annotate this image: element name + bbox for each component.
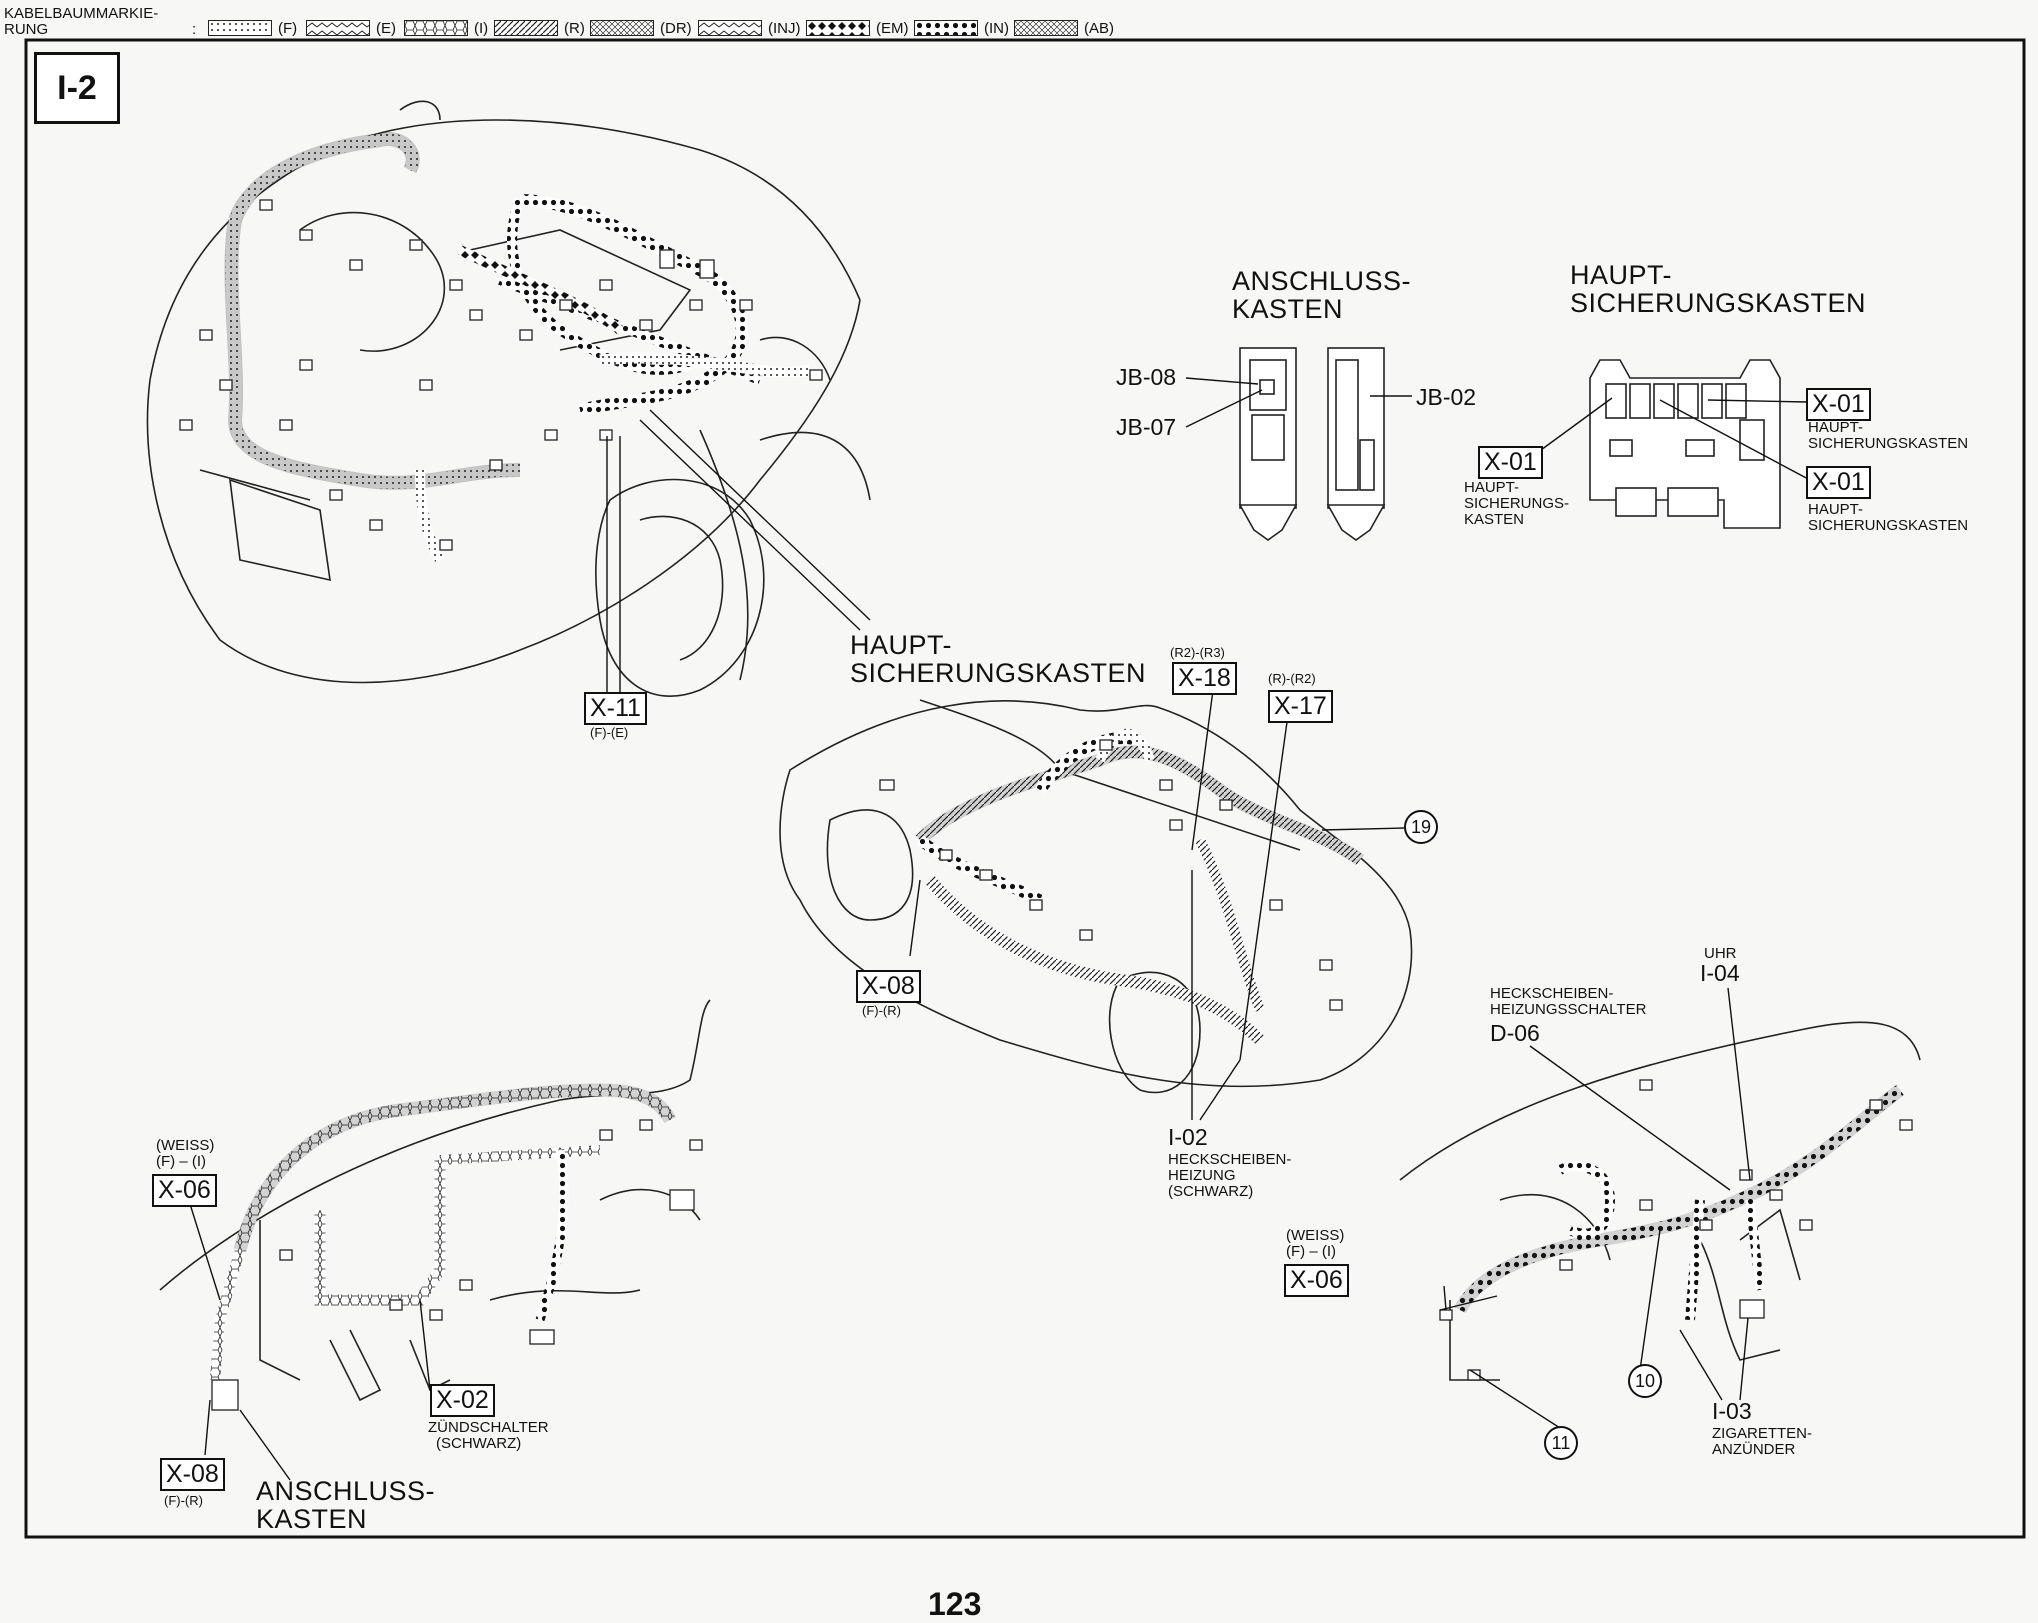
pattern-hexes-icon	[404, 20, 468, 36]
legend-item-in: (IN)	[914, 20, 1009, 37]
connector-x11-sub: (F)-(E)	[590, 725, 629, 740]
connector-d06: D-06	[1490, 1020, 1540, 1046]
connector-jb07: JB-07	[1116, 414, 1177, 440]
legend-item-inj: (INJ)	[698, 20, 801, 37]
i03-desc-1: ZIGARETTEN-	[1712, 1425, 1812, 1442]
main-fuse-label-line-1: HAUPT-	[850, 630, 953, 660]
pattern-dots-icon	[208, 20, 272, 36]
legend-item-e: (E)	[306, 20, 396, 37]
reference-callout-19: 19	[1404, 810, 1438, 844]
reference-callout-10: 10	[1628, 1364, 1662, 1398]
x01-left-desc-2: SICHERUNGS-	[1464, 495, 1570, 512]
legend-item-dr: (DR)	[590, 20, 692, 37]
x06-right-pre-2: (F) – (I)	[1286, 1243, 1336, 1260]
legend-item-i: (I)	[404, 20, 488, 37]
main-fuse-label-line-2: SICHERUNGSKASTEN	[850, 658, 1147, 688]
pattern-crosses-icon	[590, 20, 654, 36]
legend-item-f: (F)	[208, 20, 297, 37]
connector-x08-body-sub: (F)-(R)	[862, 1003, 901, 1018]
legend-colon: :	[192, 21, 197, 38]
page-number: 123	[928, 1586, 982, 1622]
connector-i02: I-02	[1168, 1124, 1208, 1150]
x01-right-top-desc-2: SICHERUNGSKASTEN	[1808, 435, 1969, 452]
i02-desc-1: HECKSCHEIBEN-	[1168, 1151, 1292, 1168]
main-fuse-detail-title-1: HAUPT-	[1570, 260, 1673, 290]
legend-label-line-2: RUNG	[4, 21, 49, 38]
pattern-zigzag-icon	[698, 20, 762, 36]
legend-item-r: (R)	[494, 20, 585, 37]
connector-x06-right: X-06	[1284, 1264, 1349, 1297]
connector-x18-sub: (R2)-(R3)	[1170, 645, 1225, 660]
x06-right-pre-1: (WEISS)	[1286, 1227, 1345, 1244]
legend-label-line-1: KABELBAUMMARKIE-	[4, 5, 159, 22]
d06-desc-1: HECKSCHEIBEN-	[1490, 985, 1614, 1002]
page-section-badge: I-2	[34, 52, 120, 124]
pattern-diamonds-icon	[806, 20, 870, 36]
connector-x08-dash: X-08	[160, 1458, 225, 1491]
connector-x01-right-top: X-01	[1806, 388, 1871, 421]
junction-box-dash-label-2: KASTEN	[256, 1504, 368, 1534]
main-fuse-detail-title-2: SICHERUNGSKASTEN	[1570, 288, 1867, 318]
x01-right-bottom-desc-1: HAUPT-	[1808, 501, 1864, 518]
x02-desc-1: ZÜNDSCHALTER	[428, 1419, 549, 1436]
junction-box-dash-label-1: ANSCHLUSS-	[256, 1476, 436, 1506]
legend-item-ab: (AB)	[1014, 20, 1114, 37]
connector-x17: X-17	[1268, 690, 1333, 723]
connector-x01-left: X-01	[1478, 446, 1543, 479]
x01-left-desc-3: KASTEN	[1464, 511, 1525, 528]
connector-x08-body: X-08	[856, 970, 921, 1003]
connector-x02: X-02	[430, 1384, 495, 1417]
connector-x17-sub: (R)-(R2)	[1268, 671, 1316, 686]
clock-label: UHR	[1704, 945, 1737, 962]
connector-i03: I-03	[1712, 1398, 1752, 1424]
connector-x01-right-bottom: X-01	[1806, 466, 1871, 499]
i02-desc-3: (SCHWARZ)	[1168, 1183, 1254, 1200]
connector-x08-dash-sub: (F)-(R)	[164, 1493, 203, 1508]
i02-desc-2: HEIZUNG	[1168, 1167, 1236, 1184]
legend-item-em: (EM)	[806, 20, 909, 37]
pattern-waves-icon	[306, 20, 370, 36]
dashboard-right-drawing	[1399, 1021, 1921, 1381]
pattern-crosshatch-icon	[1014, 20, 1078, 36]
x02-desc-2: (SCHWARZ)	[436, 1435, 522, 1452]
x01-right-top-desc-1: HAUPT-	[1808, 419, 1864, 436]
x01-left-desc-1: HAUPT-	[1464, 479, 1520, 496]
i03-desc-2: ANZÜNDER	[1712, 1441, 1796, 1458]
engine-bay-drawing	[146, 100, 871, 697]
pattern-diagonal-icon	[494, 20, 558, 36]
pattern-bullets-icon	[914, 20, 978, 36]
d06-desc-2: HEIZUNGSSCHALTER	[1490, 1001, 1647, 1018]
junction-box-title-1: ANSCHLUSS-	[1232, 266, 1412, 296]
connector-x18: X-18	[1172, 662, 1237, 695]
x06-left-pre-1: (WEISS)	[156, 1137, 215, 1154]
connector-jb08: JB-08	[1116, 364, 1177, 390]
junction-box-drawing	[1238, 347, 1386, 541]
harness-legend: KABELBAUMMARKIE- RUNG : (F) (E) (I) (R) …	[0, 0, 2038, 40]
connector-x06-left: X-06	[152, 1174, 217, 1207]
main-fuse-box-drawing	[1589, 359, 1781, 529]
dashboard-left-drawing	[159, 999, 711, 1402]
connector-x11: X-11	[584, 692, 647, 725]
x06-left-pre-2: (F) – (I)	[156, 1153, 206, 1170]
connector-jb02: JB-02	[1416, 384, 1477, 410]
reference-callout-11: 11	[1544, 1426, 1578, 1460]
x01-right-bottom-desc-2: SICHERUNGSKASTEN	[1808, 517, 1969, 534]
junction-box-title-2: KASTEN	[1232, 294, 1344, 324]
connector-i04: I-04	[1700, 960, 1740, 986]
